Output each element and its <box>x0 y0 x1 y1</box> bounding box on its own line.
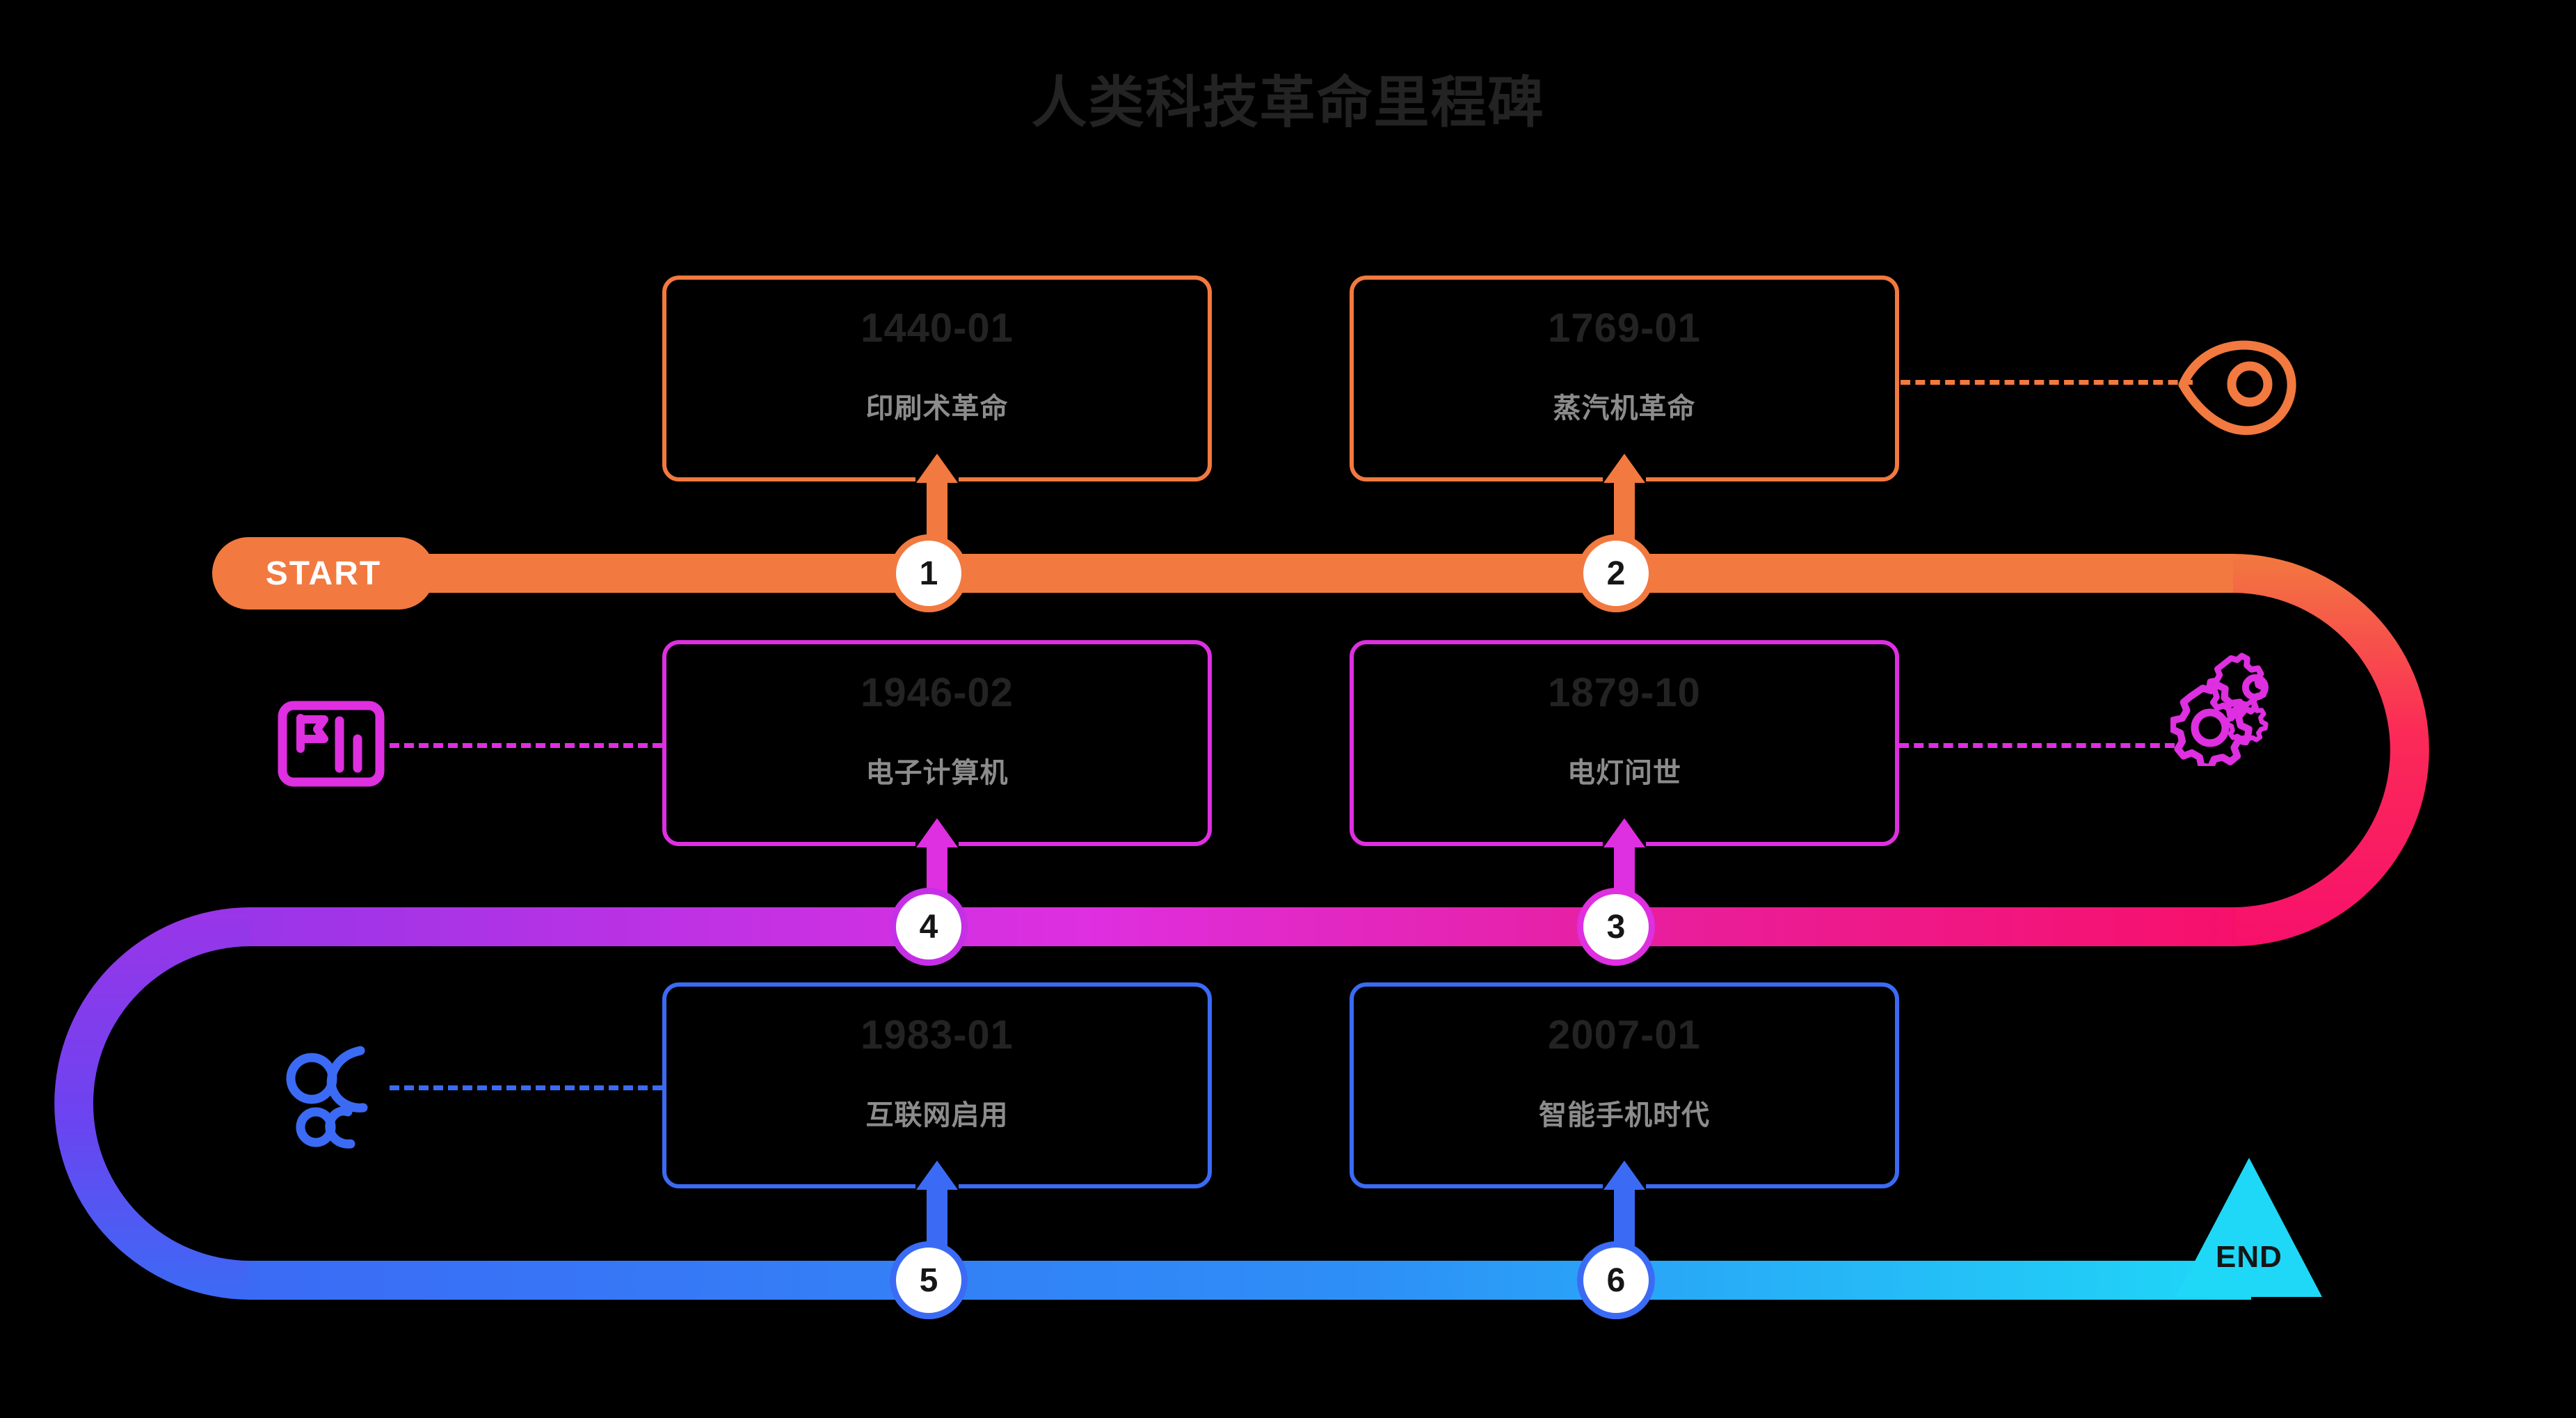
milestone-node-2[interactable]: 2 <box>1577 534 1655 612</box>
milestone-node-3[interactable]: 3 <box>1577 888 1655 966</box>
milestone-node-1[interactable]: 1 <box>890 534 968 612</box>
milestone-node-6[interactable]: 6 <box>1577 1241 1655 1319</box>
connector-dash-mid-right <box>1899 743 2175 748</box>
milestone-node-5[interactable]: 5 <box>890 1241 968 1319</box>
location-pin-icon <box>2175 333 2307 437</box>
end-label: END <box>2216 1240 2282 1274</box>
milestone-card-1[interactable]: 1440-01 印刷术革命 <box>662 276 1212 481</box>
flag-chart-icon <box>275 699 387 789</box>
milestone-card-4[interactable]: 1946-02 电子计算机 <box>662 640 1212 846</box>
milestone-date-1: 1440-01 <box>861 305 1014 351</box>
end-marker: END <box>2176 1158 2322 1297</box>
milestone-date-6: 2007-01 <box>1548 1012 1701 1058</box>
milestone-card-3[interactable]: 1879-10 电灯问世 <box>1350 640 1899 846</box>
milestone-title-4: 电子计算机 <box>865 758 1009 788</box>
milestone-card-6[interactable]: 2007-01 智能手机时代 <box>1350 982 1899 1188</box>
milestone-title-3: 电灯问世 <box>1567 758 1681 788</box>
milestone-date-5: 1983-01 <box>861 1012 1014 1058</box>
connector-dash-mid-left <box>390 743 662 748</box>
milestone-date-2: 1769-01 <box>1548 305 1701 351</box>
milestone-node-4[interactable]: 4 <box>890 888 968 966</box>
end-triangle-shape <box>2176 1158 2322 1297</box>
milestone-date-4: 1946-02 <box>861 670 1014 715</box>
connector-dash-top-right <box>1901 380 2193 385</box>
milestone-card-2[interactable]: 1769-01 蒸汽机革命 <box>1350 276 1899 481</box>
milestone-title-2: 蒸汽机革命 <box>1553 393 1696 424</box>
milestone-date-3: 1879-10 <box>1548 670 1701 715</box>
start-marker: START <box>212 537 435 610</box>
connector-dash-bottom-left <box>390 1085 662 1090</box>
gears-icon <box>2168 651 2299 772</box>
share-nodes-icon <box>282 1045 401 1156</box>
milestone-title-6: 智能手机时代 <box>1539 1100 1710 1131</box>
milestone-card-5[interactable]: 1983-01 互联网启用 <box>662 982 1212 1188</box>
milestone-title-5: 互联网启用 <box>865 1100 1009 1131</box>
milestone-title-1: 印刷术革命 <box>865 393 1009 424</box>
page-title: 人类科技革命里程碑 <box>1031 72 1545 134</box>
